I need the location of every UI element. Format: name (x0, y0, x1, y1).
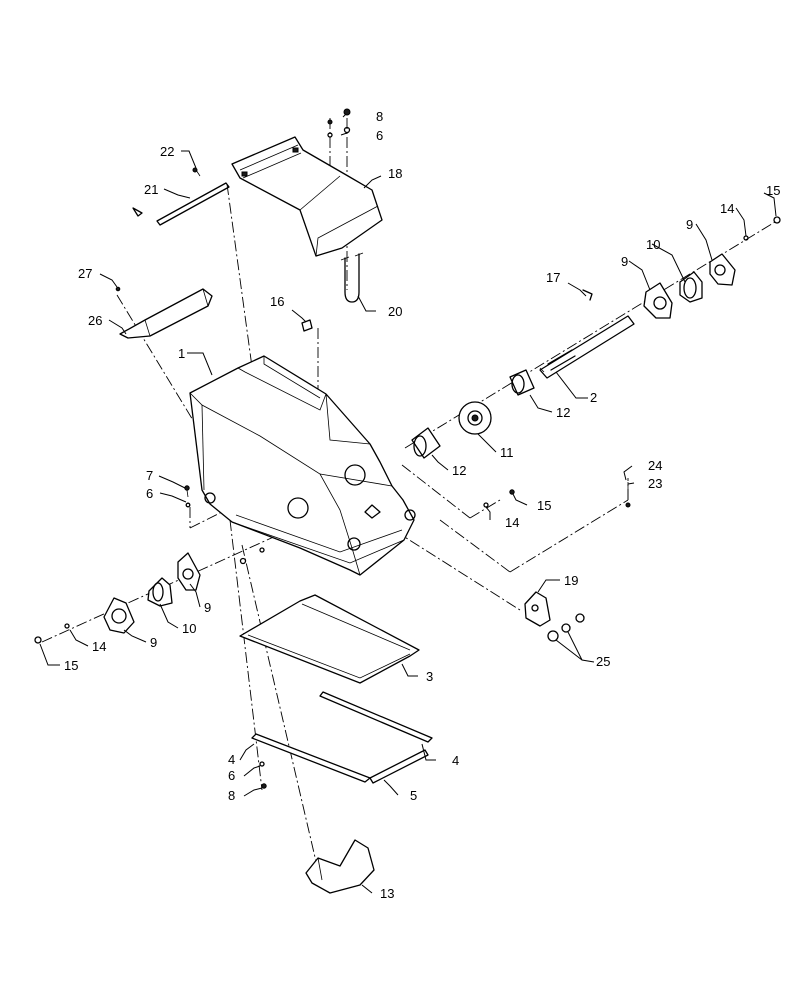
left-bearing-assembly (34, 552, 201, 644)
callout-9-left-lower: 9 (150, 635, 157, 650)
callout-5: 5 (410, 788, 417, 803)
callout-3: 3 (426, 669, 433, 684)
callout-6-left: 6 (146, 486, 153, 501)
callout-14-middle: 14 (505, 515, 519, 530)
top-cover (231, 136, 383, 257)
callout-10-right: 10 (646, 237, 660, 252)
callout-9-right-upper: 9 (686, 217, 693, 232)
callout-26: 26 (88, 313, 102, 328)
callout-9-left-upper: 9 (204, 600, 211, 615)
lower-hardware (239, 547, 267, 789)
callout-4-left: 4 (228, 752, 235, 767)
callout-19: 19 (564, 573, 578, 588)
callout-23: 23 (648, 476, 662, 491)
u-bolt (340, 252, 364, 303)
callout-2: 2 (590, 390, 597, 405)
middle-right-hardware (483, 482, 631, 508)
callout-1: 1 (178, 346, 185, 361)
top-hardware (327, 108, 351, 138)
latch-assembly (524, 591, 585, 642)
callout-12-lower: 12 (452, 463, 466, 478)
callout-labels: 1 2 3 4 4 5 6 6 6 7 8 8 9 9 9 9 10 10 11… (64, 109, 780, 901)
callout-14-left: 14 (92, 639, 106, 654)
callout-11: 11 (500, 445, 514, 460)
callout-12-upper: 12 (556, 405, 570, 420)
callout-25: 25 (596, 654, 610, 669)
callout-16: 16 (270, 294, 284, 309)
main-frame (189, 355, 416, 576)
left-bolt-7 (184, 485, 191, 508)
callout-13: 13 (380, 886, 394, 901)
callout-20: 20 (388, 304, 402, 319)
callout-27: 27 (78, 266, 92, 281)
callout-14-right: 14 (720, 201, 734, 216)
callout-7: 7 (146, 468, 153, 483)
callout-8-bottom: 8 (228, 788, 235, 803)
callout-8-top: 8 (376, 109, 383, 124)
right-bearing-assembly (643, 216, 781, 319)
callout-6-bottom: 6 (228, 768, 235, 783)
callout-17: 17 (546, 270, 560, 285)
callout-4-right: 4 (452, 753, 459, 768)
right-shaft-assembly (411, 289, 635, 459)
callout-18: 18 (388, 166, 402, 181)
callout-leaders (39, 113, 777, 894)
rod-and-pin (132, 167, 230, 226)
strips (251, 691, 433, 784)
callout-21: 21 (144, 182, 158, 197)
callout-15-left: 15 (64, 658, 78, 673)
callout-15-middle: 15 (537, 498, 551, 513)
bolt-16 (301, 319, 313, 332)
gasket-frames (239, 594, 420, 684)
angle-bracket (115, 286, 213, 339)
callout-22: 22 (160, 144, 174, 159)
callout-6-top: 6 (376, 128, 383, 143)
callout-24: 24 (648, 458, 662, 473)
callout-9-right-lower: 9 (621, 254, 628, 269)
callout-10-left: 10 (182, 621, 196, 636)
callout-15-right: 15 (766, 183, 780, 198)
bottom-cover (305, 839, 375, 894)
